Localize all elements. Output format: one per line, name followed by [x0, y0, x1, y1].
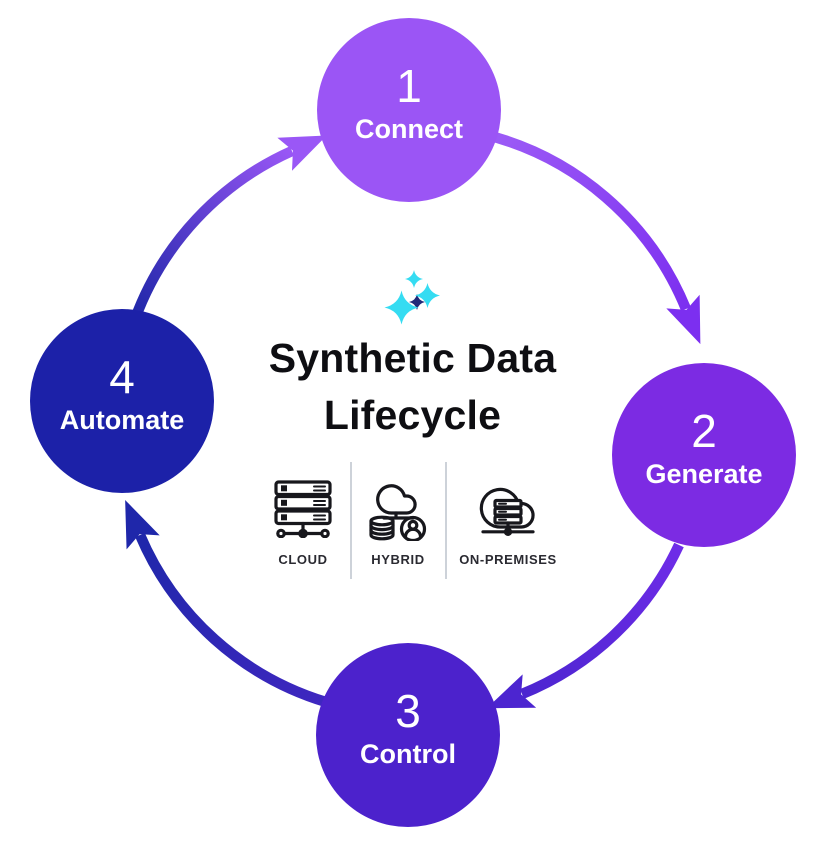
deployment-option-cloud: CLOUD	[257, 462, 349, 580]
title-line-2: Lifecycle	[323, 392, 502, 439]
deployment-options: CLOUD HYBRID	[257, 462, 569, 580]
title-line-1: Synthetic Data	[268, 335, 557, 381]
arrow-generate-to-control	[486, 542, 684, 709]
arrow-automate-to-connect	[130, 135, 327, 321]
arrow-connect-to-generate	[481, 128, 701, 345]
step-circle-control: 3 Control	[316, 643, 500, 827]
arrow-control-to-automate	[125, 500, 328, 708]
diagram-title: Synthetic Data Lifecycle	[0, 330, 825, 445]
step-circle-connect: 1 Connect	[317, 18, 501, 202]
step-number: 3	[395, 684, 421, 737]
deployment-option-label: HYBRID	[371, 552, 425, 567]
step-label: Generate	[645, 459, 763, 490]
server-rack-icon	[273, 476, 333, 542]
cloud-database-user-icon	[368, 476, 428, 542]
step-label: Automate	[59, 405, 185, 436]
step-circle-automate: 4 Automate	[30, 309, 214, 493]
sparkles-icon	[384, 270, 440, 325]
deployment-option-label: ON-PREMISES	[459, 552, 557, 567]
divider	[349, 462, 352, 579]
step-label: Connect	[355, 114, 463, 145]
step-number: 4	[109, 350, 135, 403]
divider	[444, 462, 447, 579]
deployment-option-hybrid: HYBRID	[352, 462, 444, 580]
deployment-option-label: CLOUD	[278, 552, 328, 567]
step-number: 2	[691, 404, 717, 457]
cloud-server-icon	[476, 476, 540, 542]
deployment-option-on-premises: ON-PREMISES	[447, 462, 569, 580]
step-circle-generate: 2 Generate	[612, 363, 796, 547]
step-label: Control	[360, 739, 456, 770]
step-number: 1	[396, 59, 422, 112]
